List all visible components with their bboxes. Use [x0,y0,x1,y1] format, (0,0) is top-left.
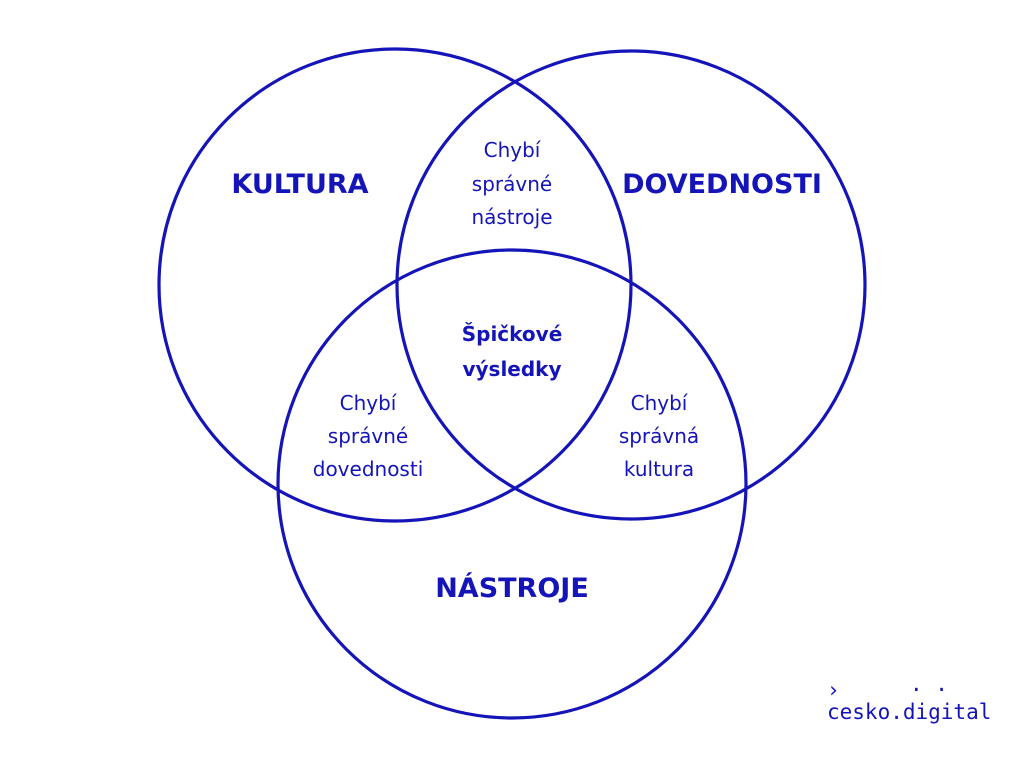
region-text-line: správná [619,424,699,448]
set-label-nastroje: NÁSTROJE [435,572,589,604]
region-kultura-dovednosti: Chybí správné nástroje [471,138,552,229]
region-text-line: kultura [624,457,694,481]
region-text-line: Chybí [631,391,689,415]
region-text-line: správné [472,172,552,196]
region-text-line: Chybí [484,138,542,162]
center-text-line: výsledky [462,357,561,381]
region-center: Špičkové výsledky [462,322,563,381]
region-text-line: dovednosti [313,457,424,481]
region-text-line: správné [328,424,408,448]
region-text-line: Chybí [340,391,398,415]
region-kultura-nastroje: Chybí správné dovednosti [313,391,424,481]
region-dovednosti-nastroje: Chybí správná kultura [619,391,699,481]
logo-dots: · · [910,678,948,702]
circle-nastroje [276,248,748,720]
logo-arrow: › [827,678,840,702]
cesko-digital-logo: › · · cesko.digital [827,678,991,724]
center-text-line: Špičkové [462,322,563,346]
set-label-dovednosti: DOVEDNOSTI [622,169,822,200]
circle-kultura [157,47,633,523]
region-text-line: nástroje [471,205,552,229]
circle-dovednosti [395,49,867,521]
set-label-kultura: KULTURA [231,169,368,200]
logo-text: cesko.digital [827,700,991,724]
